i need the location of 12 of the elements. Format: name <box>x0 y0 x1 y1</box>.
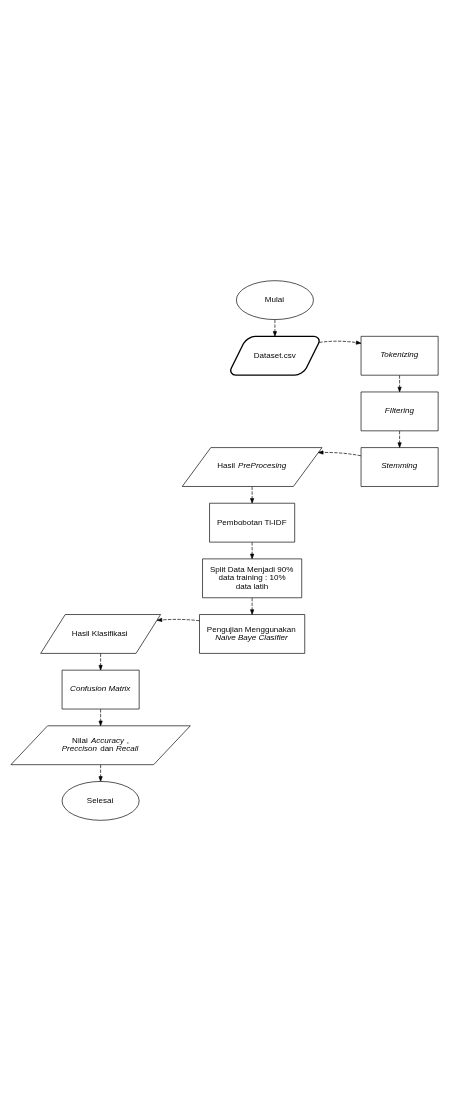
arrow <box>318 340 362 345</box>
arrow <box>397 430 402 448</box>
arrow <box>250 486 255 504</box>
arrow <box>397 375 402 393</box>
arrow <box>250 542 255 560</box>
arrow <box>250 597 255 615</box>
arrow <box>272 319 277 337</box>
arrow <box>98 653 103 671</box>
arrow <box>318 450 362 457</box>
arrow <box>98 708 103 726</box>
arrow <box>156 617 200 622</box>
arrow <box>98 764 103 782</box>
